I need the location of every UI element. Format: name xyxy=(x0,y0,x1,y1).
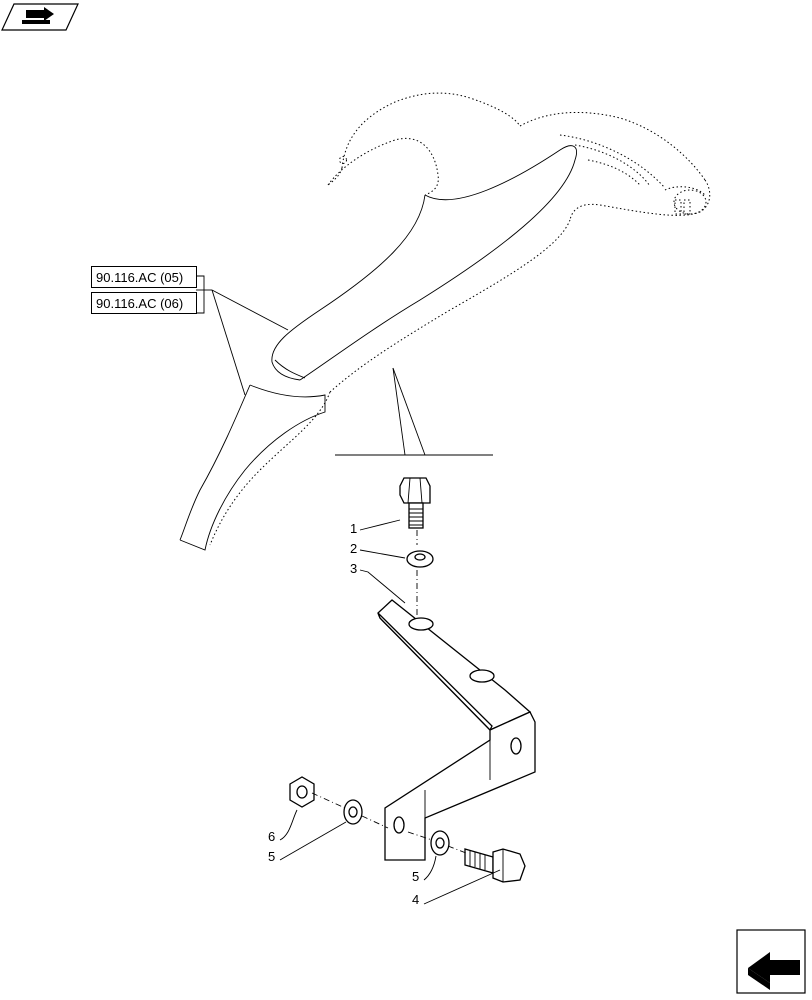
callout-3: 3 xyxy=(350,561,358,576)
callout-5-right: 5 xyxy=(412,869,420,884)
callout-2: 2 xyxy=(350,541,358,556)
flat-washer-right[interactable] xyxy=(430,830,450,856)
fender-outline xyxy=(327,92,711,393)
callout-4: 4 xyxy=(412,892,420,907)
reference-link-90-116-ac-05[interactable]: 90.116.AC (05) xyxy=(91,266,197,288)
callout-1: 1 xyxy=(350,521,358,536)
next-page-arrow-icon[interactable] xyxy=(736,929,806,994)
bracket[interactable] xyxy=(377,599,536,861)
bolt-upper[interactable] xyxy=(399,477,431,529)
centerline-lower xyxy=(311,792,467,854)
reference-link-90-116-ac-06[interactable]: 90.116.AC (06) xyxy=(91,292,197,314)
reference-leaders xyxy=(196,275,289,396)
fender-lower xyxy=(179,384,331,551)
fender-body xyxy=(271,145,577,381)
bolt-lower[interactable] xyxy=(464,848,526,883)
flat-washer-left[interactable] xyxy=(343,799,363,825)
callout-6: 6 xyxy=(268,829,276,844)
callout-leaders xyxy=(279,519,501,905)
hex-nut[interactable] xyxy=(289,776,315,808)
lock-washer[interactable] xyxy=(406,550,434,568)
book-arrow-icon[interactable] xyxy=(1,3,79,31)
callout-5-left: 5 xyxy=(268,849,276,864)
view-pointer xyxy=(335,367,493,456)
